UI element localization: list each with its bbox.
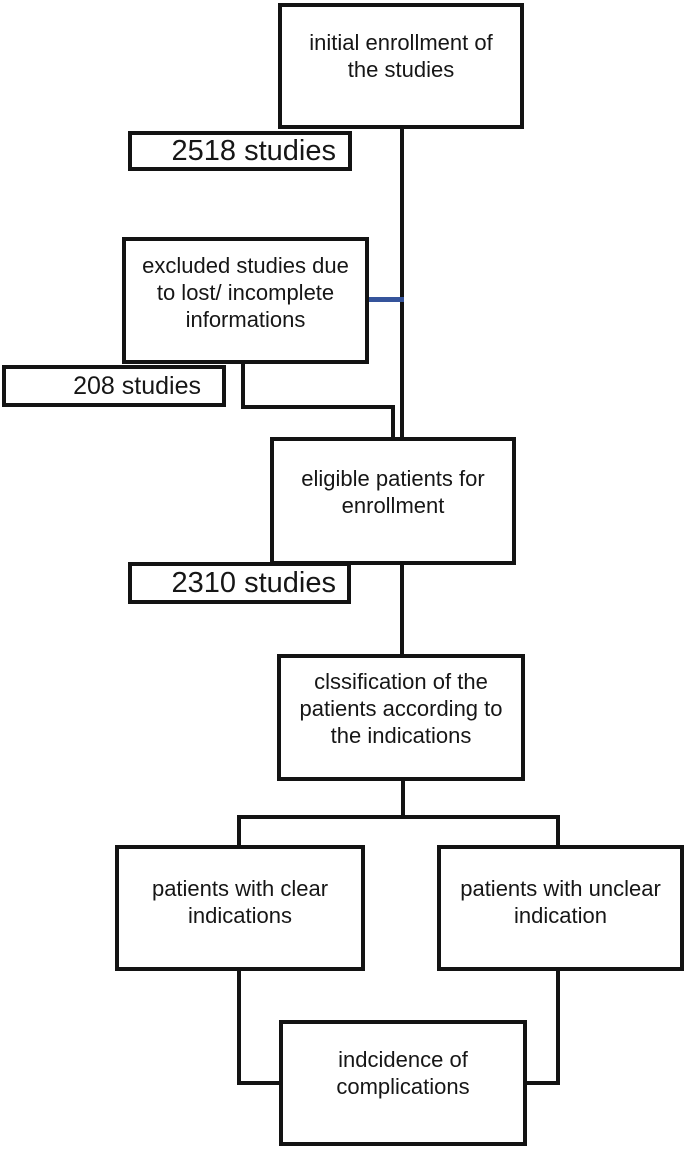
node-patients-clear-indications: patients with clear indications — [115, 845, 365, 971]
connector-branch-left-drop — [237, 815, 241, 847]
connector-unclear-to-incidence-horizontal — [523, 1081, 560, 1085]
connector-excluded-elbow-horizontal — [241, 405, 395, 409]
count-box-208-studies: 208 studies — [2, 365, 226, 407]
node-incidence-of-complications: indcidence of complications — [279, 1020, 527, 1146]
connector-branch-horizontal — [237, 815, 560, 819]
node-patients-unclear-indication: patients with unclear indication — [437, 845, 684, 971]
connector-excluded-blue-horizontal — [368, 297, 404, 302]
connector-initial-to-eligible-vertical — [400, 127, 404, 438]
connector-excluded-elbow-vertical-2 — [391, 405, 395, 439]
node-classification: clssification of the patients according … — [277, 654, 525, 781]
connector-clear-to-incidence-vertical — [237, 969, 241, 1085]
count-box-2518-studies: 2518 studies — [128, 131, 352, 171]
connector-clear-to-incidence-horizontal — [237, 1081, 283, 1085]
connector-classification-branch-stem — [401, 779, 405, 819]
connector-unclear-to-incidence-vertical — [556, 969, 560, 1085]
connector-eligible-to-classification-vertical — [400, 563, 404, 656]
connector-excluded-elbow-vertical-1 — [241, 362, 245, 409]
count-box-2310-studies: 2310 studies — [128, 562, 351, 604]
node-excluded-studies: excluded studies due to lost/ incomplete… — [122, 237, 369, 364]
node-eligible-patients: eligible patients for enrollment — [270, 437, 516, 565]
node-initial-enrollment: initial enrollment of the studies — [278, 3, 524, 129]
connector-branch-right-drop — [556, 815, 560, 847]
